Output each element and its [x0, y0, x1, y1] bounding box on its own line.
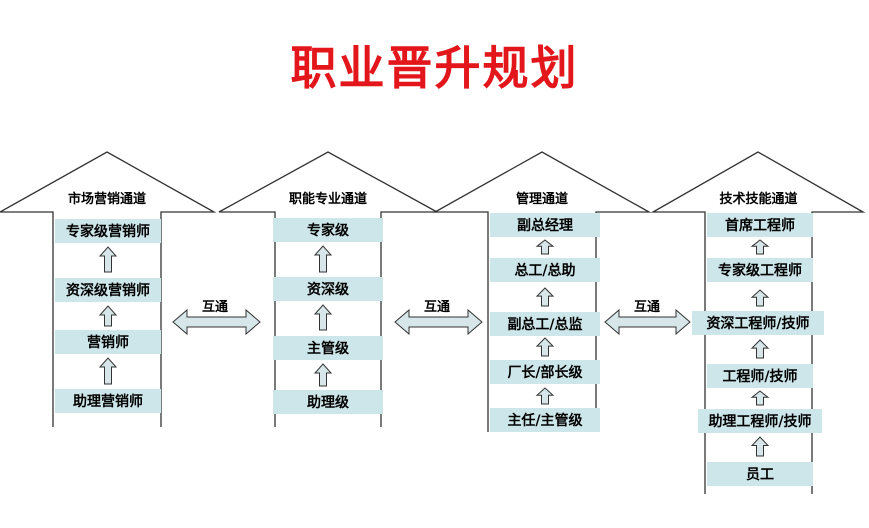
channel-name-technical: 技术技能通道 — [719, 192, 798, 207]
level-box: 员工 — [707, 462, 813, 486]
level-box: 助理级 — [273, 390, 383, 414]
level-box: 助理营销师 — [55, 389, 161, 413]
channel-name-functional: 职能专业通道 — [288, 192, 367, 207]
channel-outline-management — [432, 151, 652, 432]
page-title: 职业晋升规划 — [290, 41, 579, 95]
level-box: 主管级 — [273, 336, 383, 360]
up-arrow-icon — [313, 304, 333, 331]
channel-name-management: 管理通道 — [515, 192, 568, 207]
channel-outline-functional — [218, 151, 438, 427]
up-arrow-icon — [750, 436, 770, 457]
channel-name-marketing: 市场营销通道 — [67, 192, 146, 207]
up-arrow-icon — [535, 337, 555, 357]
up-arrow-icon — [313, 245, 333, 273]
up-arrow-icon — [535, 239, 555, 255]
double-arrow-icon — [172, 308, 261, 336]
up-arrow-icon — [98, 357, 118, 385]
level-box: 工程师/技师 — [707, 364, 813, 388]
level-box: 营销师 — [55, 330, 161, 354]
double-arrow-icon — [604, 308, 691, 336]
level-box: 专家级 — [273, 218, 383, 242]
up-arrow-icon — [98, 305, 118, 327]
up-arrow-icon — [535, 387, 555, 405]
up-arrow-icon — [750, 289, 770, 307]
level-box: 厂长/部长级 — [490, 360, 600, 384]
double-arrow-icon — [394, 308, 483, 336]
level-box: 资深级营销师 — [55, 278, 161, 302]
level-box: 助理工程师/技师 — [698, 409, 822, 433]
level-box: 副总经理 — [490, 213, 600, 237]
connector-label: 互通 — [633, 300, 660, 315]
level-box: 专家级工程师 — [707, 258, 813, 282]
up-arrow-icon — [750, 239, 770, 255]
connector-label: 互通 — [423, 300, 450, 315]
up-arrow-icon — [750, 390, 770, 406]
up-arrow-icon — [750, 339, 770, 359]
level-box: 首席工程师 — [707, 213, 813, 237]
channel-outline-marketing — [0, 151, 217, 427]
up-arrow-icon — [313, 363, 333, 387]
level-box: 主任/主管级 — [490, 408, 600, 432]
level-box: 副总工/总监 — [490, 312, 600, 336]
level-box: 总工/总助 — [490, 258, 600, 282]
channel-outline-technical — [650, 151, 866, 494]
up-arrow-icon — [535, 287, 555, 307]
up-arrow-icon — [98, 246, 118, 273]
level-box: 资深级 — [273, 277, 383, 301]
level-box: 资深工程师/技师 — [692, 311, 824, 335]
connector-label: 互通 — [201, 300, 228, 315]
level-box: 专家级营销师 — [55, 219, 161, 243]
